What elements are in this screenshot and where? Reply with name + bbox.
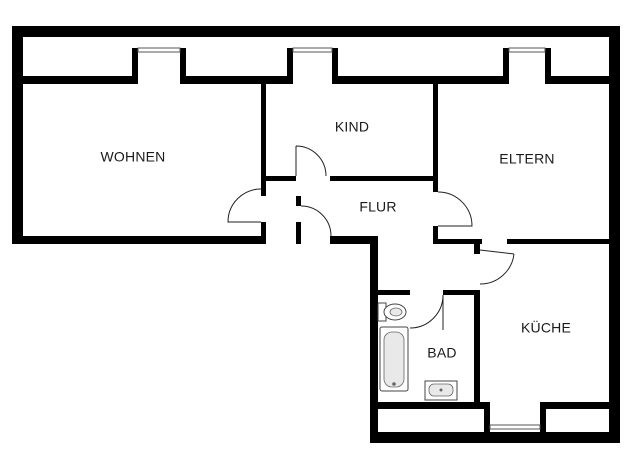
doors <box>227 145 515 330</box>
sink-icon <box>424 380 458 401</box>
bathroom-fixtures <box>377 302 458 401</box>
room-label-eltern: ELTERN <box>499 151 554 167</box>
window-bays-top <box>23 47 609 84</box>
door-flur-left <box>300 205 332 237</box>
room-labels: WOHNEN KIND ELTERN FLUR BAD KÜCHE <box>101 119 571 361</box>
room-label-wohnen: WOHNEN <box>101 149 166 165</box>
door-kind <box>295 145 327 177</box>
window <box>137 47 181 53</box>
window <box>508 47 546 53</box>
interior-walls <box>261 84 609 402</box>
room-label-kueche: KÜCHE <box>521 319 571 336</box>
bathtub-icon <box>379 326 409 392</box>
door-kueche <box>479 249 515 285</box>
window <box>292 47 333 53</box>
toilet-icon <box>377 302 407 322</box>
window <box>489 424 541 430</box>
room-label-kind: KIND <box>335 119 369 135</box>
outer-walls <box>12 26 620 443</box>
window-bay-bottom <box>378 402 609 432</box>
door-eltern <box>437 191 473 227</box>
door-wohnen <box>227 188 262 223</box>
room-label-bad: BAD <box>427 345 456 361</box>
room-label-flur: FLUR <box>359 199 396 215</box>
door-bad <box>409 294 444 330</box>
